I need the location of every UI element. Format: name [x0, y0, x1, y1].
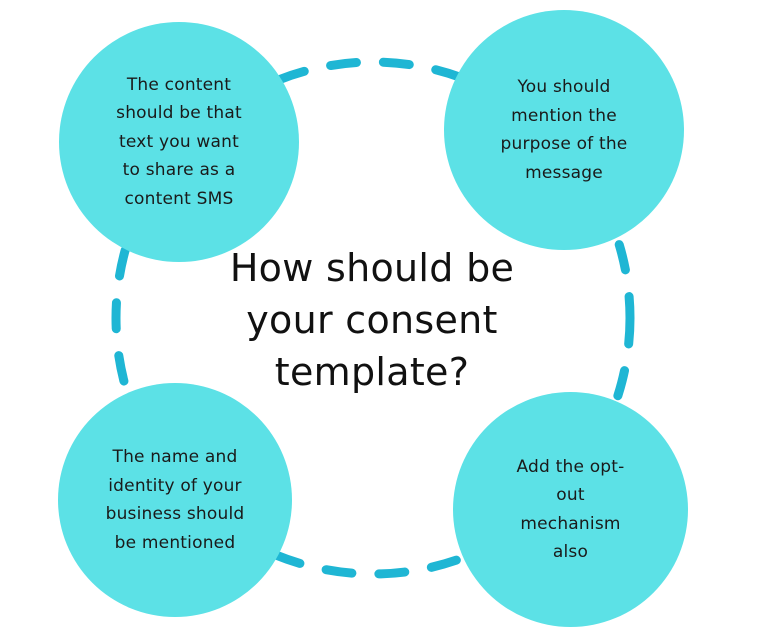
- bubble-top-right: You should mention the purpose of the me…: [444, 10, 684, 250]
- center-title: How should be your consent template?: [229, 246, 515, 394]
- bubble-top-left-text: The content should be that text you want…: [116, 74, 242, 209]
- bubble-top-left: The content should be that text you want…: [59, 22, 299, 262]
- bubble-top-right-text: You should mention the purpose of the me…: [500, 77, 628, 183]
- dashed-ring-path: [111, 57, 635, 579]
- bubble-bottom-left: The name and identity of your business s…: [58, 383, 292, 617]
- bubble-bottom-right: Add the opt-out mechanism also: [453, 392, 688, 627]
- bubble-bottom-right-text: Add the opt-out mechanism also: [516, 456, 625, 563]
- bubble-bottom-left-text: The name and identity of your business s…: [105, 447, 245, 553]
